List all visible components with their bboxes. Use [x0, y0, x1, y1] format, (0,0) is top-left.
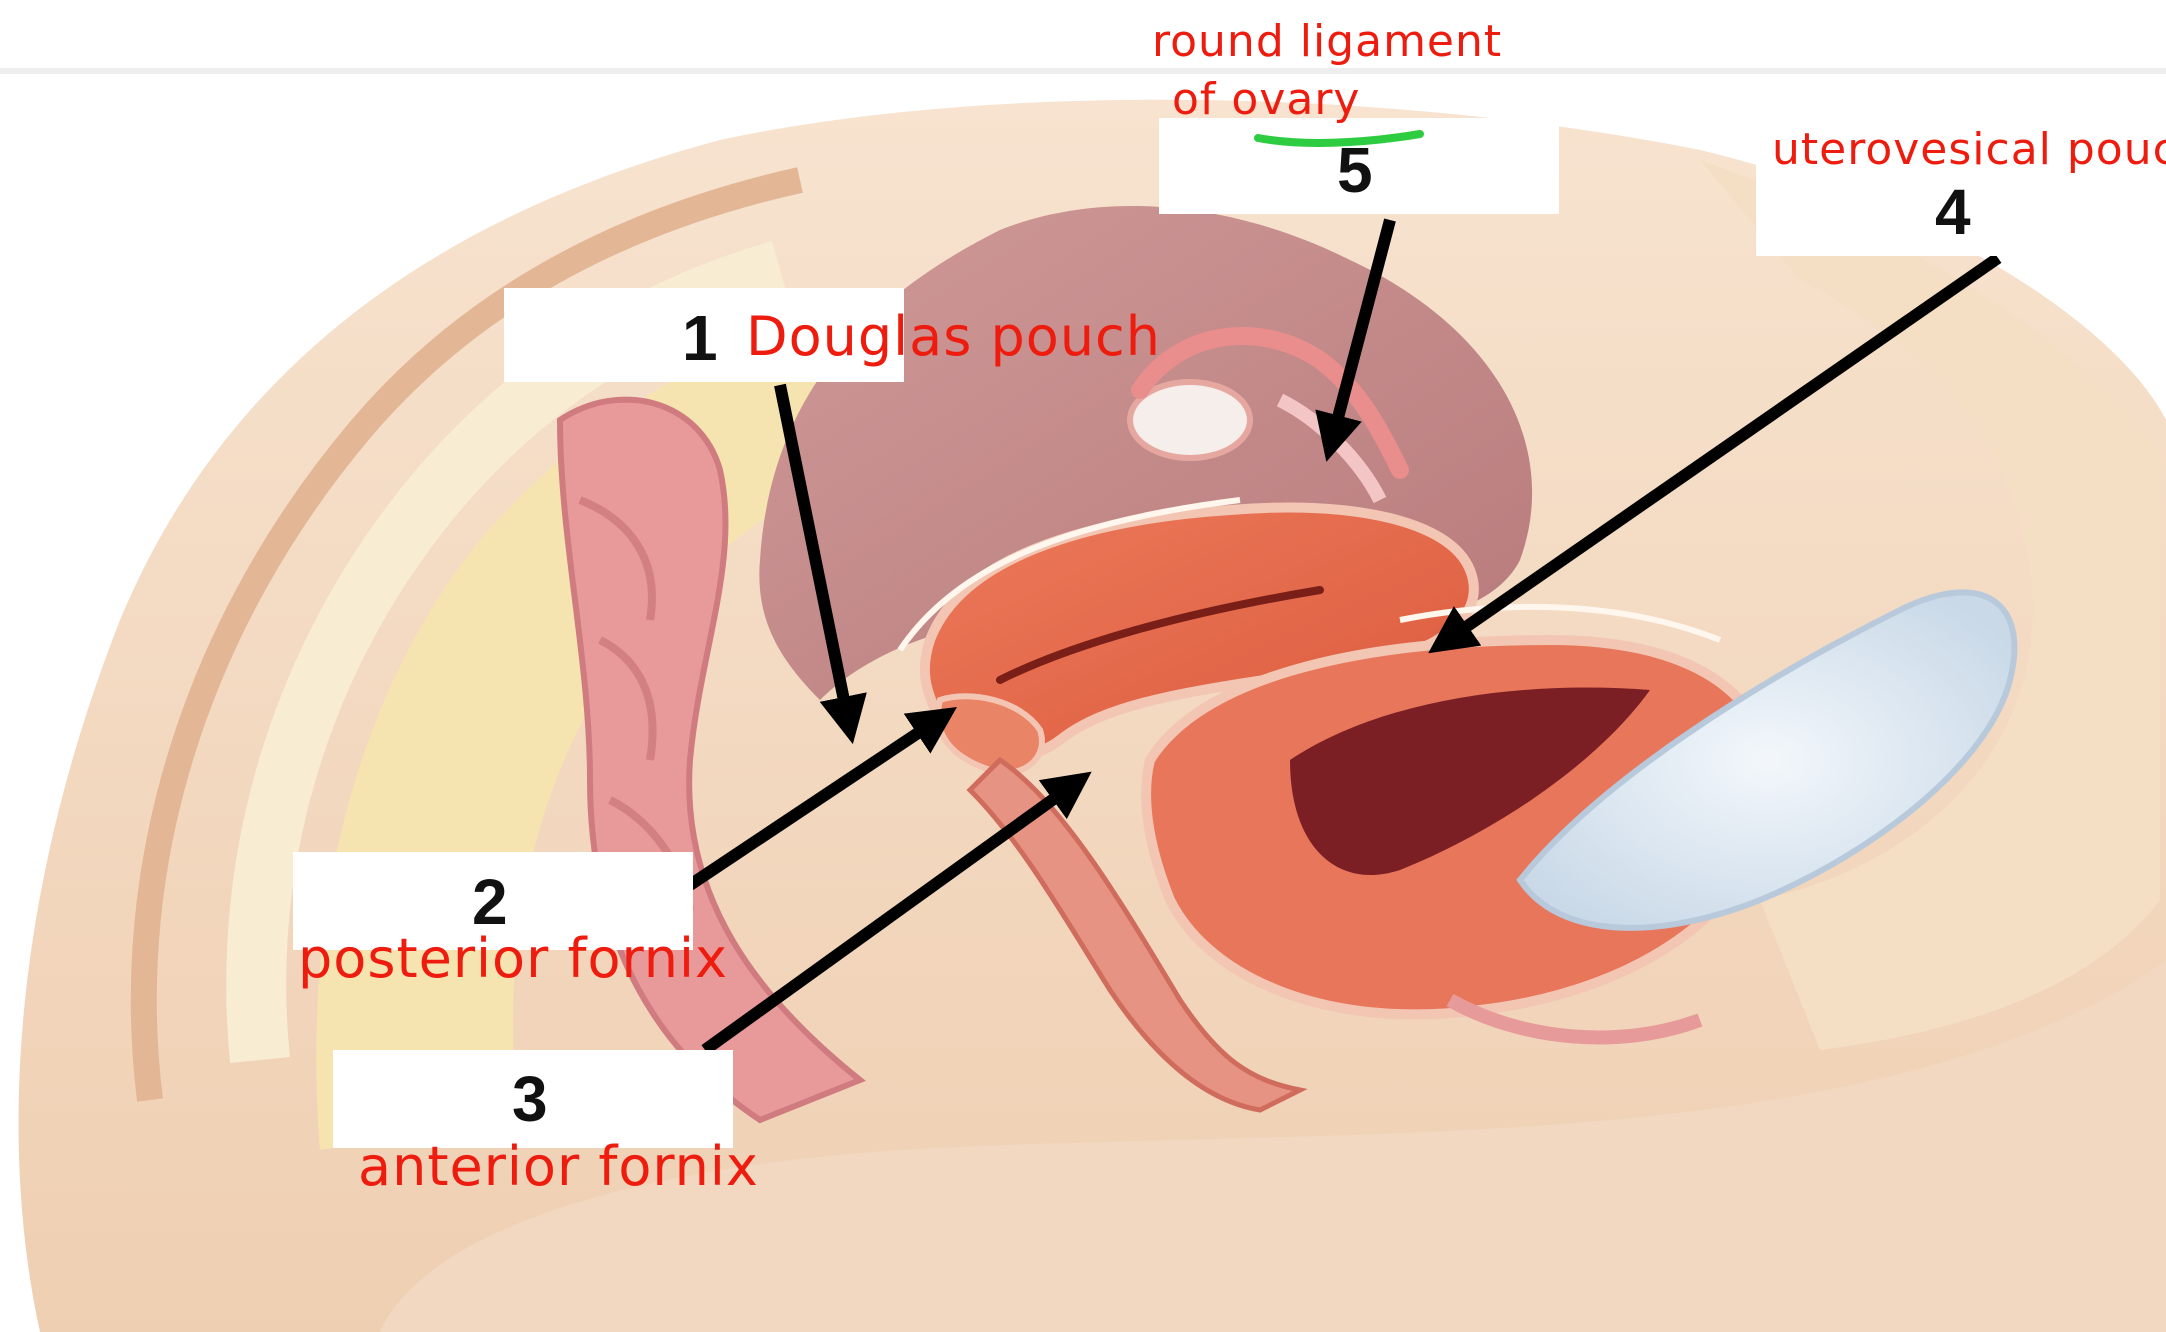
annotation-douglas-pouch: Douglas pouch [746, 310, 1161, 364]
label-number-1: 1 [682, 306, 718, 370]
annotation-posterior-fornix: posterior fornix [298, 932, 728, 986]
label-number-3: 3 [512, 1067, 548, 1131]
green-underline [1250, 124, 1430, 154]
top-band-shadow [0, 68, 2166, 74]
label-number-2: 2 [472, 870, 508, 934]
annotation-round-ligament: round ligament [1152, 20, 1502, 64]
annotation-anterior-fornix: anterior fornix [358, 1140, 759, 1194]
label-number-4: 4 [1935, 180, 1971, 244]
top-band [0, 0, 2166, 72]
annotation-uterovesical-pouch: uterovesical pouch [1772, 128, 2166, 172]
annotation-of-ovary: of ovary [1172, 78, 1360, 122]
